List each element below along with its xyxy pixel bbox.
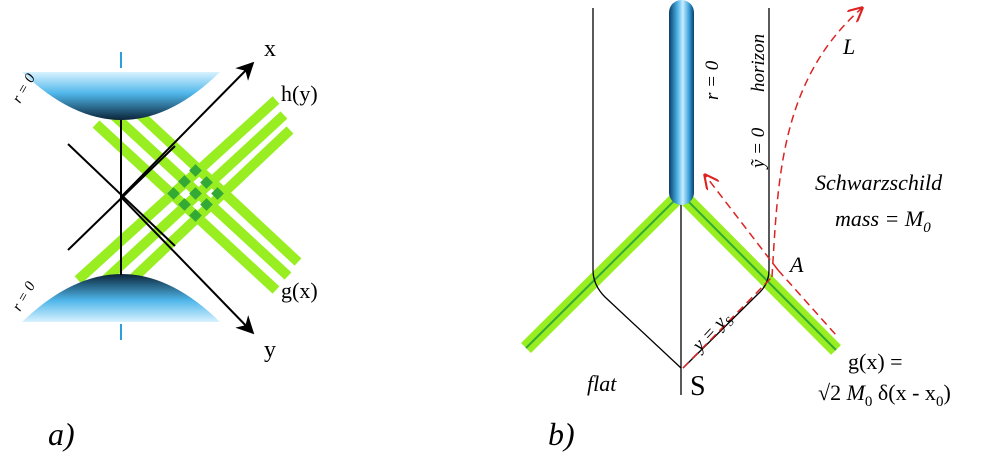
g-label-line1: g(x) = — [848, 349, 903, 374]
panel-b-label: b) — [548, 416, 575, 452]
wave-g-label: g(x) — [281, 278, 318, 303]
singularity-top-cap — [22, 72, 220, 120]
singularity-tube — [669, 0, 694, 205]
x-axis-arrow — [120, 61, 255, 198]
ytilde-label: ỹ = 0 — [748, 127, 769, 170]
y-axis-arrow — [120, 196, 255, 335]
S-label: S — [690, 371, 706, 402]
g-label-line2: √2 M0 δ(x - x0) — [818, 380, 951, 410]
L-label: L — [842, 34, 855, 59]
wave-h-label: h(y) — [281, 81, 318, 106]
ys-label: y = yS — [687, 307, 737, 359]
r0-label: r = 0 — [702, 60, 723, 100]
flat-label: flat — [587, 371, 617, 396]
axis-y-label: y — [264, 337, 276, 363]
horizon-label: horizon — [748, 34, 769, 92]
diagonal-left — [67, 143, 176, 247]
panel-a: x y h(y) g(x) r = 0 r = 0 a) — [10, 36, 318, 452]
A-label: A — [788, 252, 804, 277]
axis-x-label: x — [264, 36, 276, 62]
light-rays — [682, 8, 862, 369]
panel-b: r = 0 horizon ỹ = 0 L Schwarzschild mass… — [521, 0, 951, 452]
singularity-bottom-label: r = 0 — [10, 279, 40, 314]
schwarzschild-label: Schwarzschild — [815, 170, 943, 195]
mass-label: mass = M0 — [835, 206, 931, 236]
singularity-bottom-cap — [22, 274, 220, 322]
panel-a-label: a) — [48, 416, 75, 452]
wave-overlap — [167, 164, 224, 222]
